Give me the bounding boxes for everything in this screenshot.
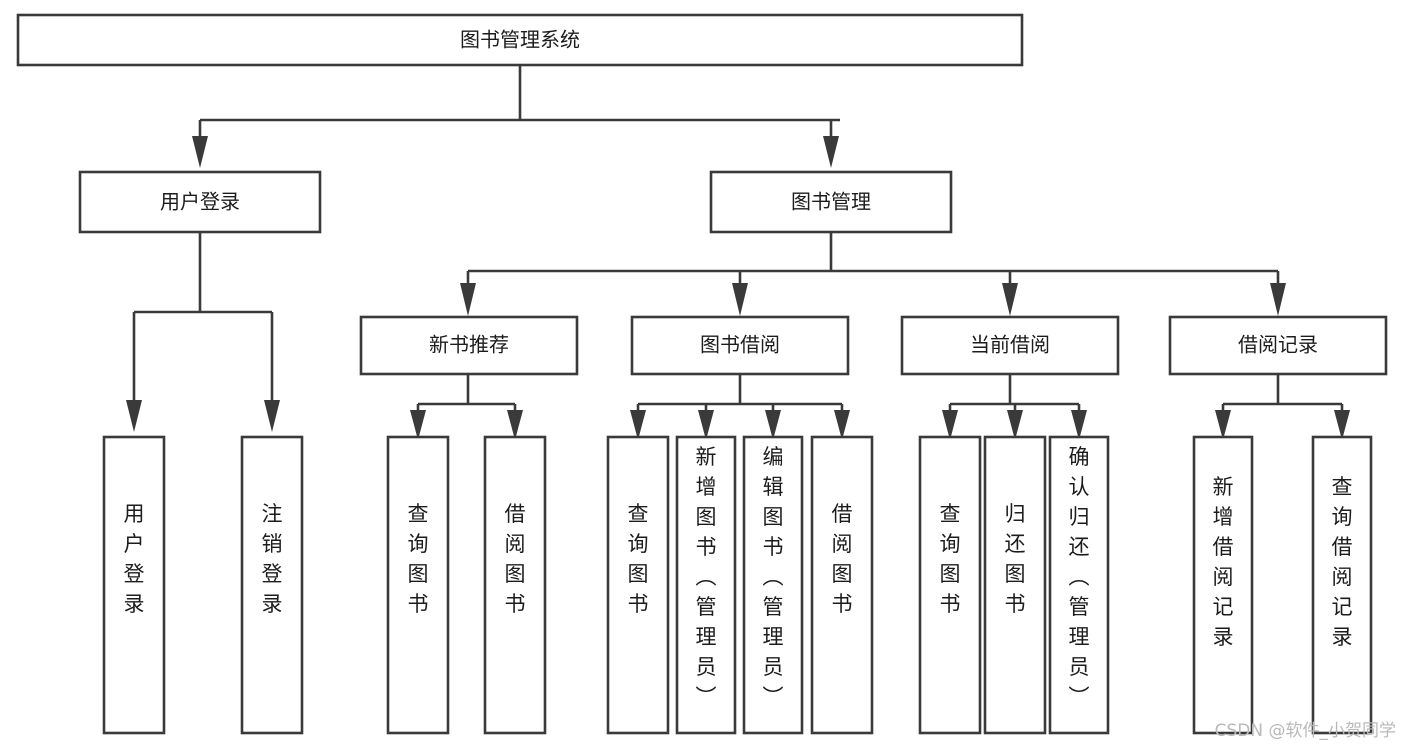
node-leaf-borrow-book-2-box[interactable] <box>810 435 874 735</box>
node-leaf-return-book[interactable]: 归还图书 <box>983 435 1047 735</box>
node-leaf-query-book-1[interactable]: 查询图书 <box>386 435 450 735</box>
arrowhead-leaf-return-book <box>1007 410 1023 440</box>
arrowhead-leaf-user-logout <box>264 400 280 432</box>
arrowhead-borrow-record <box>1270 283 1286 316</box>
arrowhead-leaf-query-book-2 <box>630 410 646 440</box>
node-user-login-box[interactable] <box>78 170 322 234</box>
arrowhead-leaf-edit-book <box>765 410 781 440</box>
node-book-borrow-box[interactable] <box>630 315 850 376</box>
arrowhead-leaf-borrow-book-1 <box>507 410 523 440</box>
node-book-borrow-label: 图书借阅 <box>700 333 780 357</box>
node-leaf-user-login-box[interactable] <box>102 435 166 735</box>
node-leaf-query-book-2-label: 查询图书 <box>628 502 649 616</box>
node-leaf-confirm-return-box[interactable] <box>1048 435 1110 735</box>
watermark-label: CSDN @软件_小贺同学 <box>1215 721 1396 741</box>
node-new-book-recommend[interactable]: 新书推荐 <box>359 315 579 376</box>
node-borrow-record-box[interactable] <box>1168 315 1388 376</box>
node-leaf-add-book-label: 新增图书︵管理员︶ <box>696 445 717 709</box>
node-leaf-borrow-book-1[interactable]: 借阅图书 <box>483 435 547 735</box>
arrowhead-leaf-confirm-return <box>1071 410 1087 440</box>
connector-layer <box>126 65 1350 440</box>
node-current-borrow[interactable]: 当前借阅 <box>900 315 1120 376</box>
node-leaf-query-book-3[interactable]: 查询图书 <box>918 435 982 735</box>
node-root[interactable]: 图书管理系统 <box>16 13 1024 67</box>
arrowhead-leaf-add-book <box>698 410 714 440</box>
node-leaf-user-logout-label: 注销登录 <box>262 502 283 616</box>
node-book-manage-label: 图书管理 <box>791 190 871 214</box>
arrowhead-leaf-add-record <box>1215 410 1231 440</box>
node-leaf-query-book-1-label: 查询图书 <box>408 502 429 616</box>
node-leaf-user-login[interactable]: 用户登录 <box>102 435 166 735</box>
node-book-manage[interactable]: 图书管理 <box>709 170 953 234</box>
node-leaf-edit-book-box[interactable] <box>742 435 804 735</box>
node-leaf-edit-book[interactable]: 编辑图书︵管理员︶ <box>742 435 804 735</box>
node-leaf-add-record[interactable]: 新增借阅记录 <box>1192 435 1254 735</box>
node-leaf-query-book-3-box[interactable] <box>918 435 982 735</box>
node-user-login[interactable]: 用户登录 <box>78 170 322 234</box>
arrowhead-book-manage <box>823 136 839 168</box>
node-leaf-user-logout-box[interactable] <box>240 435 304 735</box>
node-leaf-add-book[interactable]: 新增图书︵管理员︶ <box>675 435 737 735</box>
node-new-book-recommend-label: 新书推荐 <box>429 333 509 357</box>
node-leaf-query-record-label: 查询借阅记录 <box>1332 475 1353 649</box>
node-leaf-confirm-return-label: 确认归还︵管理员︶ <box>1069 445 1090 709</box>
node-root-box[interactable] <box>16 13 1024 67</box>
node-leaf-query-book-2-box[interactable] <box>606 435 670 735</box>
node-leaf-add-book-box[interactable] <box>675 435 737 735</box>
arrowhead-current-borrow <box>1002 283 1018 316</box>
node-leaf-query-book-1-box[interactable] <box>386 435 450 735</box>
node-book-manage-box[interactable] <box>709 170 953 234</box>
node-leaf-return-book-label: 归还图书 <box>1005 502 1026 616</box>
arrowhead-leaf-query-book-3 <box>942 410 958 440</box>
node-book-borrow[interactable]: 图书借阅 <box>630 315 850 376</box>
node-leaf-query-book-2[interactable]: 查询图书 <box>606 435 670 735</box>
node-leaf-borrow-book-2-label: 借阅图书 <box>832 502 853 616</box>
node-borrow-record[interactable]: 借阅记录 <box>1168 315 1388 376</box>
arrowhead-leaf-borrow-book-2 <box>834 410 850 440</box>
node-leaf-edit-book-label: 编辑图书︵管理员︶ <box>763 445 784 709</box>
node-leaf-query-book-3-label: 查询图书 <box>940 502 961 616</box>
node-leaf-confirm-return[interactable]: 确认归还︵管理员︶ <box>1048 435 1110 735</box>
node-new-book-recommend-box[interactable] <box>359 315 579 376</box>
node-current-borrow-label: 当前借阅 <box>970 333 1050 357</box>
node-root-label: 图书管理系统 <box>460 28 580 52</box>
node-current-borrow-box[interactable] <box>900 315 1120 376</box>
node-user-login-label: 用户登录 <box>160 190 240 214</box>
node-borrow-record-label: 借阅记录 <box>1238 333 1318 357</box>
node-leaf-query-record-box[interactable] <box>1311 435 1373 735</box>
arrowhead-book-borrow <box>732 283 748 316</box>
arrowhead-leaf-query-record <box>1334 410 1350 440</box>
arrowhead-leaf-query-book-1 <box>410 410 426 440</box>
node-leaf-borrow-book-2[interactable]: 借阅图书 <box>810 435 874 735</box>
node-leaf-borrow-book-1-box[interactable] <box>483 435 547 735</box>
node-leaf-borrow-book-1-label: 借阅图书 <box>505 502 526 616</box>
node-leaf-user-logout[interactable]: 注销登录 <box>240 435 304 735</box>
node-leaf-user-login-label: 用户登录 <box>124 502 145 616</box>
arrowhead-leaf-user-login <box>126 400 142 432</box>
node-leaf-query-record[interactable]: 查询借阅记录 <box>1311 435 1373 735</box>
node-leaf-add-record-box[interactable] <box>1192 435 1254 735</box>
node-leaf-return-book-box[interactable] <box>983 435 1047 735</box>
arrowhead-new-book-recommend <box>460 283 476 316</box>
arrowhead-user-login <box>192 136 208 168</box>
node-leaf-add-record-label: 新增借阅记录 <box>1213 475 1234 649</box>
